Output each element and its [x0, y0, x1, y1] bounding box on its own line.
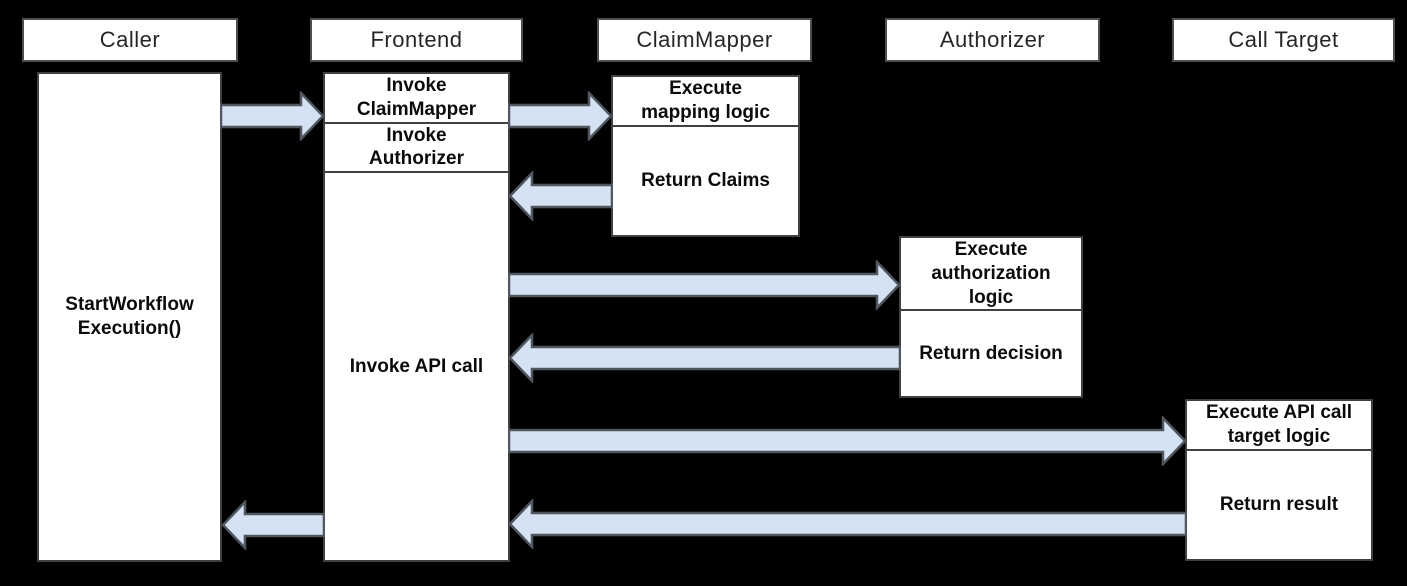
participant-header-call-target: Call Target — [1172, 18, 1395, 62]
activation-call-target: Execute API call target logic Return res… — [1185, 399, 1373, 561]
arrow-claimmapper-to-frontend — [508, 171, 613, 221]
activation-claimmapper: Execute mapping logic Return Claims — [611, 75, 800, 237]
arrow-frontend-to-claimmapper — [508, 91, 613, 141]
participant-header-caller: Caller — [22, 18, 238, 62]
frontend-segment-invoke-api-call: Invoke API call — [325, 171, 508, 560]
arrow-frontend-to-call-target — [508, 416, 1187, 466]
participant-header-authorizer: Authorizer — [885, 18, 1100, 62]
call-target-segment-execute-api-call-target-logic: Execute API call target logic — [1205, 402, 1353, 447]
call-target-segment-return-result: Return result — [1187, 448, 1371, 560]
arrow-call-target-to-frontend — [508, 499, 1187, 549]
caller-startworkflow-label: StartWorkflow Execution() — [65, 294, 194, 339]
arrow-frontend-to-caller — [221, 500, 325, 550]
authorizer-segment-return-decision: Return decision — [901, 309, 1081, 396]
frontend-segment-invoke-claimmapper: Invoke ClaimMapper — [356, 75, 477, 120]
activation-frontend: Invoke ClaimMapper Invoke Authorizer Inv… — [323, 72, 510, 562]
arrow-frontend-to-authorizer — [508, 260, 901, 310]
claimmapper-segment-execute-mapping-logic: Execute mapping logic — [641, 78, 770, 123]
activation-caller: StartWorkflow Execution() — [37, 72, 222, 562]
arrow-caller-to-frontend — [220, 91, 325, 141]
participant-header-claimmapper: ClaimMapper — [597, 18, 812, 62]
activation-authorizer: Execute authorization logic Return decis… — [899, 236, 1083, 398]
frontend-segment-invoke-authorizer: Invoke Authorizer — [325, 121, 508, 172]
claimmapper-segment-return-claims: Return Claims — [613, 124, 798, 236]
participant-header-frontend: Frontend — [310, 18, 523, 62]
authorizer-segment-execute-authorization-logic: Execute authorization logic — [931, 239, 1051, 308]
arrow-authorizer-to-frontend — [508, 333, 901, 383]
